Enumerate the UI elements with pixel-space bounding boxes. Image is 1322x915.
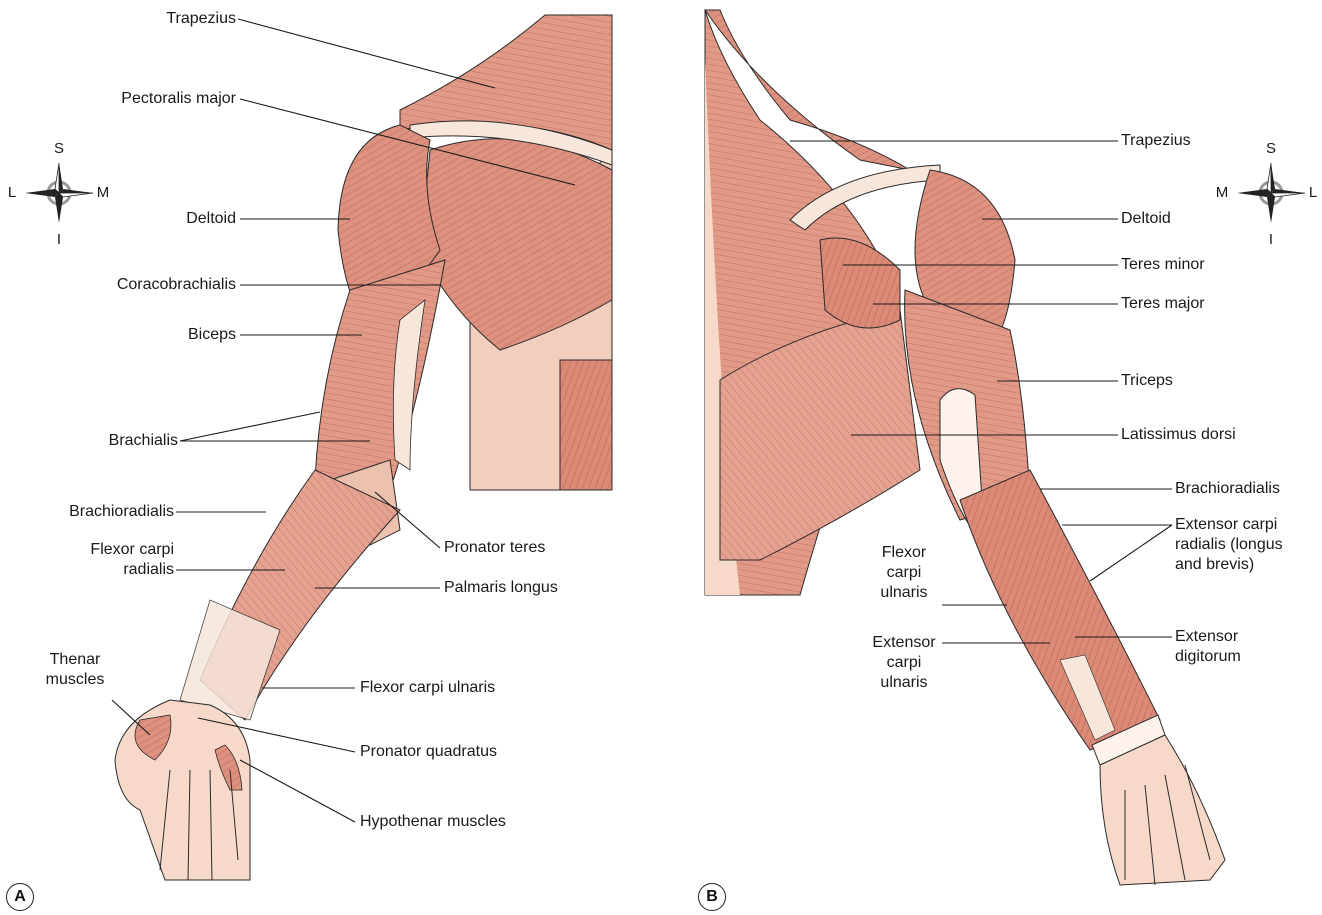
label-triceps-b: Triceps bbox=[1121, 371, 1173, 391]
compass-b bbox=[1237, 163, 1305, 223]
abdominals-a bbox=[560, 360, 612, 490]
compass-a-bottom: I bbox=[51, 232, 67, 248]
label-flexor-carpi-radialis-a: Flexor carpi radialis bbox=[90, 540, 174, 580]
label-brachioradialis-b: Brachioradialis bbox=[1175, 479, 1280, 499]
label-deltoid-a: Deltoid bbox=[186, 209, 236, 229]
forearm-b bbox=[960, 470, 1160, 750]
panel-a-badge: A bbox=[6, 883, 34, 911]
label-teres-major-b: Teres major bbox=[1121, 294, 1205, 314]
label-extensor-carpi-radialis-b: Extensor carpi radialis (longus and brev… bbox=[1175, 515, 1283, 575]
leader-ecr-b2 bbox=[1090, 525, 1172, 581]
label-thenar-muscles-a: Thenar muscles bbox=[40, 650, 110, 690]
panel-b-badge: B bbox=[698, 883, 726, 911]
label-biceps-a: Biceps bbox=[188, 325, 236, 345]
leader-brachialis-a1 bbox=[180, 412, 320, 441]
compass-b-bottom: I bbox=[1263, 232, 1279, 248]
compass-b-right: L bbox=[1305, 185, 1321, 201]
leader-trapezius-a bbox=[238, 19, 495, 88]
label-pronator-quadratus-a: Pronator quadratus bbox=[360, 742, 497, 762]
compass-a-right: M bbox=[95, 185, 111, 201]
compass-b-top: S bbox=[1263, 141, 1279, 157]
label-teres-minor-b: Teres minor bbox=[1121, 255, 1205, 275]
compass-a-top: S bbox=[51, 141, 67, 157]
label-latissimus-dorsi-b: Latissimus dorsi bbox=[1121, 425, 1236, 445]
leader-hypothenar-a bbox=[240, 760, 355, 822]
label-pronator-teres-a: Pronator teres bbox=[444, 538, 545, 558]
label-coracobrachialis-a: Coracobrachialis bbox=[117, 275, 236, 295]
label-trapezius-b: Trapezius bbox=[1121, 131, 1191, 151]
hand-b bbox=[1100, 735, 1225, 885]
label-flexor-carpi-ulnaris-a: Flexor carpi ulnaris bbox=[360, 678, 495, 698]
label-hypothenar-muscles-a: Hypothenar muscles bbox=[360, 812, 506, 832]
compass-a-left: L bbox=[4, 185, 20, 201]
label-trapezius-a: Trapezius bbox=[166, 9, 236, 29]
compass-a bbox=[25, 163, 93, 223]
label-extensor-carpi-ulnaris-b: Extensor carpi ulnaris bbox=[864, 633, 944, 693]
label-extensor-digitorum-b: Extensor digitorum bbox=[1175, 627, 1241, 667]
label-flexor-carpi-ulnaris-b: Flexor carpi ulnaris bbox=[868, 543, 940, 603]
label-brachialis-a: Brachialis bbox=[109, 431, 178, 451]
label-brachioradialis-a: Brachioradialis bbox=[69, 502, 174, 522]
teres-shape bbox=[820, 238, 900, 328]
compass-b-left: M bbox=[1214, 185, 1230, 201]
label-pectoralis-major-a: Pectoralis major bbox=[121, 89, 236, 109]
label-palmaris-longus-a: Palmaris longus bbox=[444, 578, 558, 598]
upper-arm-a bbox=[315, 260, 445, 490]
label-deltoid-b: Deltoid bbox=[1121, 209, 1171, 229]
